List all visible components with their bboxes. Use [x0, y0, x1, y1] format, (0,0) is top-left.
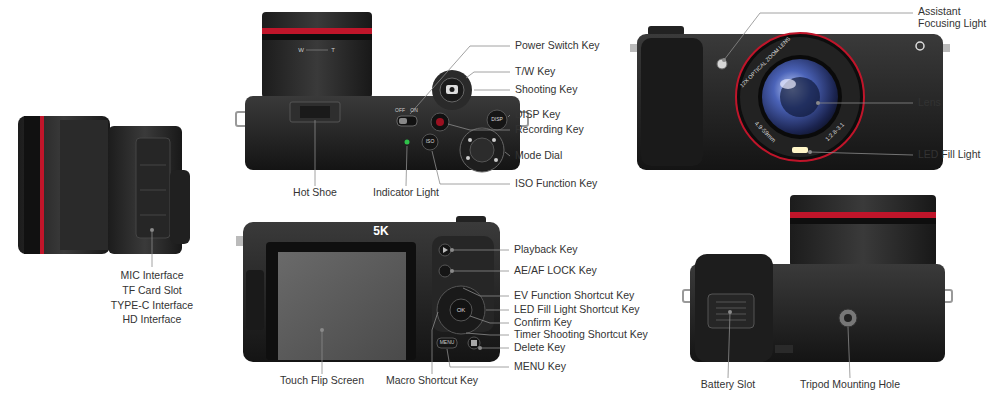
callout-label: MENU Key: [514, 361, 566, 373]
callout-label: Playback Key: [514, 244, 578, 256]
callout-label: T/W Key: [515, 66, 555, 78]
printed-marking: T: [331, 47, 335, 54]
callout-label: Macro Shortcut Key: [386, 375, 478, 387]
callout-label: TYPE-C Interface: [111, 300, 193, 312]
printed-marking: ISO: [426, 139, 435, 145]
callout-label: Delete Key: [514, 342, 565, 354]
callout-label: Confirm Key: [514, 317, 572, 329]
callout-label: Lens: [918, 97, 941, 109]
printed-marking: W: [298, 47, 304, 54]
printed-marking: OK: [457, 307, 466, 314]
callout-label: Timer Shooting Shortcut Key: [514, 329, 648, 341]
callout-label: Recording Key: [515, 124, 584, 136]
callout-label: MIC Interface: [120, 270, 183, 282]
callout-label: EV Function Shortcut Key: [514, 290, 634, 302]
callout-label: ISO Function Key: [515, 178, 597, 190]
callout-label: Battery Slot: [701, 379, 755, 391]
callout-label: LED Fill Light: [918, 149, 980, 161]
callout-label: AE/AF LOCK Key: [514, 265, 597, 277]
side-view: [18, 116, 190, 254]
callout-label: Power Switch Key: [515, 40, 600, 52]
printed-marking: MENU: [440, 340, 455, 346]
back-view: [236, 216, 500, 362]
printed-marking: OFF: [395, 108, 405, 114]
callout-label: HD Interface: [123, 314, 182, 326]
callout-label: DISP Key: [515, 109, 560, 121]
bottom-view: [683, 195, 952, 362]
printed-marking: ON: [410, 108, 418, 114]
front-view: [630, 26, 950, 170]
printed-marking: 5K: [373, 225, 388, 238]
callout-label: Mode Dial: [515, 150, 562, 162]
callout-label: Touch Flip Screen: [280, 375, 364, 387]
callout-label: Hot Shoe: [293, 187, 337, 199]
top-view: [236, 12, 528, 172]
callout-label: Shooting Key: [515, 84, 577, 96]
callout-label: Assistant Focusing Light: [918, 6, 994, 29]
printed-marking: DISP: [491, 117, 503, 123]
callout-label: TF Card Slot: [122, 285, 182, 297]
callout-label: Indicator Light: [373, 187, 439, 199]
callout-label: Tripod Mounting Hole: [800, 379, 900, 391]
callout-label: LED Fill Light Shortcut Key: [514, 304, 639, 316]
leader-lines: [152, 13, 913, 378]
